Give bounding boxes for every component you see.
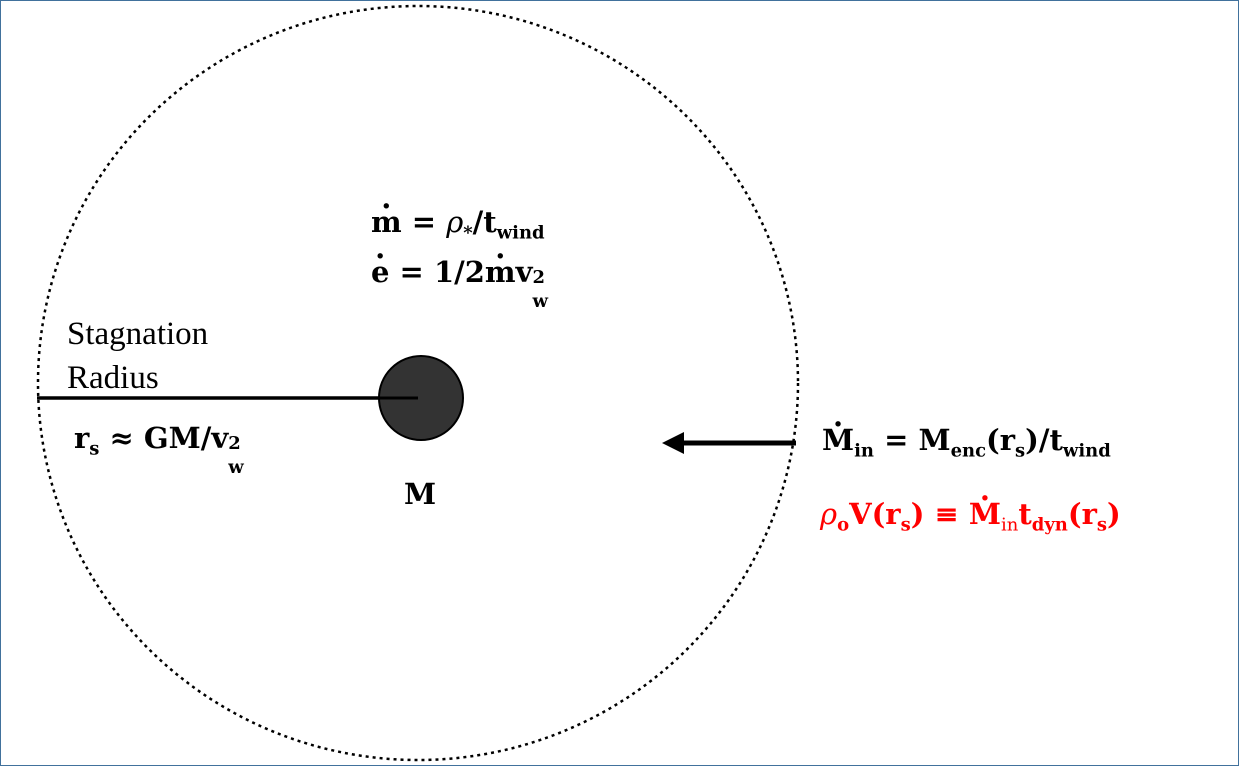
- r-subscript: s: [1096, 514, 1107, 536]
- M-enc-subscript: enc: [950, 440, 987, 462]
- stagnation-label-line1: Stagnation: [67, 316, 209, 352]
- t-dyn-subscript: dyn: [1031, 514, 1068, 536]
- t-subscript: wind: [496, 222, 545, 244]
- r-subscript: s: [1015, 440, 1026, 462]
- energy-rate-equation: e = 1/2mv2w: [371, 255, 548, 311]
- wind-boundary-circle: [36, 4, 800, 762]
- r-subscript: s: [89, 438, 100, 460]
- paren-close: ): [1107, 497, 1121, 531]
- central-mass-label: M: [404, 477, 437, 511]
- M-in-subscript: in: [1001, 514, 1019, 536]
- rho-symbol: ρ: [446, 205, 464, 239]
- rho-subscript: *: [463, 222, 473, 244]
- rho-subscript: o: [837, 514, 850, 536]
- mass-loss-rate-equation: m = ρ*/twind: [371, 205, 545, 242]
- V-of-r: V(r: [849, 497, 901, 531]
- r-subscript: s: [900, 514, 911, 536]
- central-mass-sphere: [378, 355, 464, 441]
- inflow-rate-equation: Min = Menc(rs)/twind: [822, 423, 1111, 460]
- inflow-arrow-head: [662, 432, 684, 454]
- m-dot-symbol: m: [485, 258, 516, 287]
- equiv-sign: ) ≡: [910, 497, 969, 531]
- M-dot-symbol: M: [822, 426, 854, 455]
- e-dot-symbol: e: [371, 258, 389, 287]
- v-symbol: v: [211, 421, 229, 455]
- M-subscript: in: [854, 440, 874, 462]
- approx-rhs: ≈ GM/: [99, 421, 212, 455]
- paren-open: (r: [986, 423, 1016, 457]
- v-symbol: v: [515, 255, 533, 289]
- density-equation: ρoV(rs) ≡ Mintdyn(rs): [820, 497, 1121, 534]
- equals-M: = M: [874, 423, 951, 457]
- t-subscript: wind: [1062, 440, 1111, 462]
- energy-rhs: = 1/2: [389, 255, 485, 289]
- M-dot-symbol: M: [969, 500, 1001, 529]
- t-symbol: t: [483, 205, 497, 239]
- slash: /: [472, 205, 484, 239]
- t-symbol: t: [1018, 497, 1032, 531]
- paren-close: )/t: [1025, 423, 1063, 457]
- m-dot-symbol: m: [371, 208, 402, 237]
- equals-sign: =: [401, 205, 447, 239]
- rho-symbol: ρ: [820, 497, 838, 531]
- paren-open: (r: [1067, 497, 1097, 531]
- r-symbol: r: [74, 421, 90, 455]
- stagnation-label-line2: Radius: [67, 360, 159, 396]
